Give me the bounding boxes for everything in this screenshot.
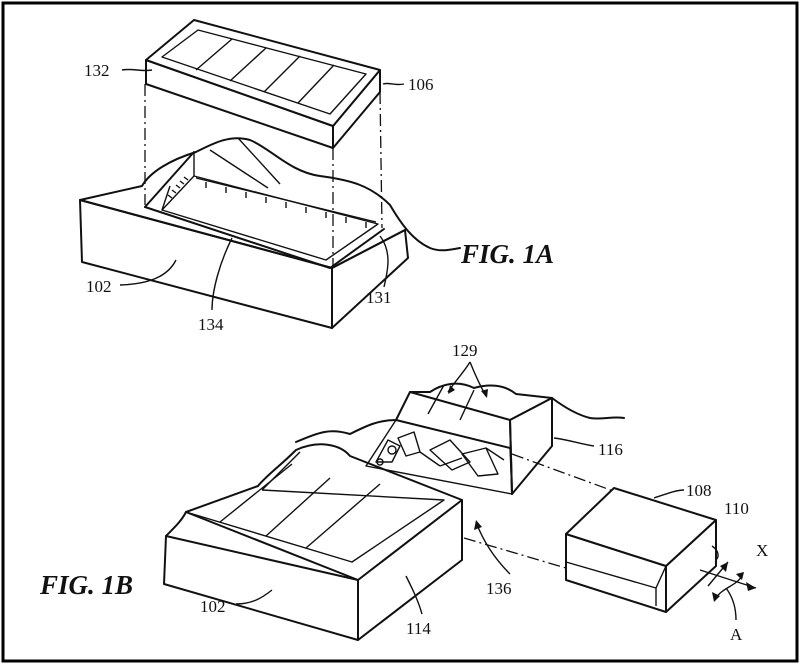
label-134: 134 [198, 315, 224, 334]
fig-1a-drawing: 132 106 102 134 131 FIG. 1A [79, 19, 554, 334]
fig-1b-alignment-lines [463, 453, 617, 569]
label-102-fig-1b: 102 [200, 597, 226, 616]
label-116: 116 [598, 440, 623, 459]
fig-1b-drawing: 129 116 108 110 X 136 102 114 A FIG. 1B [39, 341, 768, 644]
fig-1a-projection-lines [144, 84, 383, 266]
fig-1a-base-102 [79, 137, 461, 329]
fig-1a-contact-teeth-131 [167, 176, 367, 228]
fig-1a-panel-dividers-132 [195, 38, 335, 104]
fig-1a-module-106 [145, 19, 381, 149]
label-129: 129 [452, 341, 478, 360]
label-114: 114 [406, 619, 431, 638]
label-106: 106 [408, 75, 434, 94]
label-110: 110 [724, 499, 749, 518]
label-102-fig-1a: 102 [86, 277, 112, 296]
fig-1b-title: FIG. 1B [39, 570, 133, 600]
label-131: 131 [366, 288, 392, 307]
fig-1a-title: FIG. 1A [460, 239, 554, 269]
label-108: 108 [686, 481, 712, 500]
label-a-axis: A [730, 625, 743, 644]
fig-1b-axis-arrows [699, 545, 757, 621]
fig-1b-module-108 [565, 487, 717, 613]
fig-1b-base-102 [163, 443, 463, 641]
fig-1b-receptacle-116 [295, 382, 625, 495]
label-x-axis: X [756, 541, 768, 560]
label-136: 136 [486, 579, 512, 598]
fig-1b-latch-mechanism [375, 431, 505, 477]
label-132: 132 [84, 61, 110, 80]
